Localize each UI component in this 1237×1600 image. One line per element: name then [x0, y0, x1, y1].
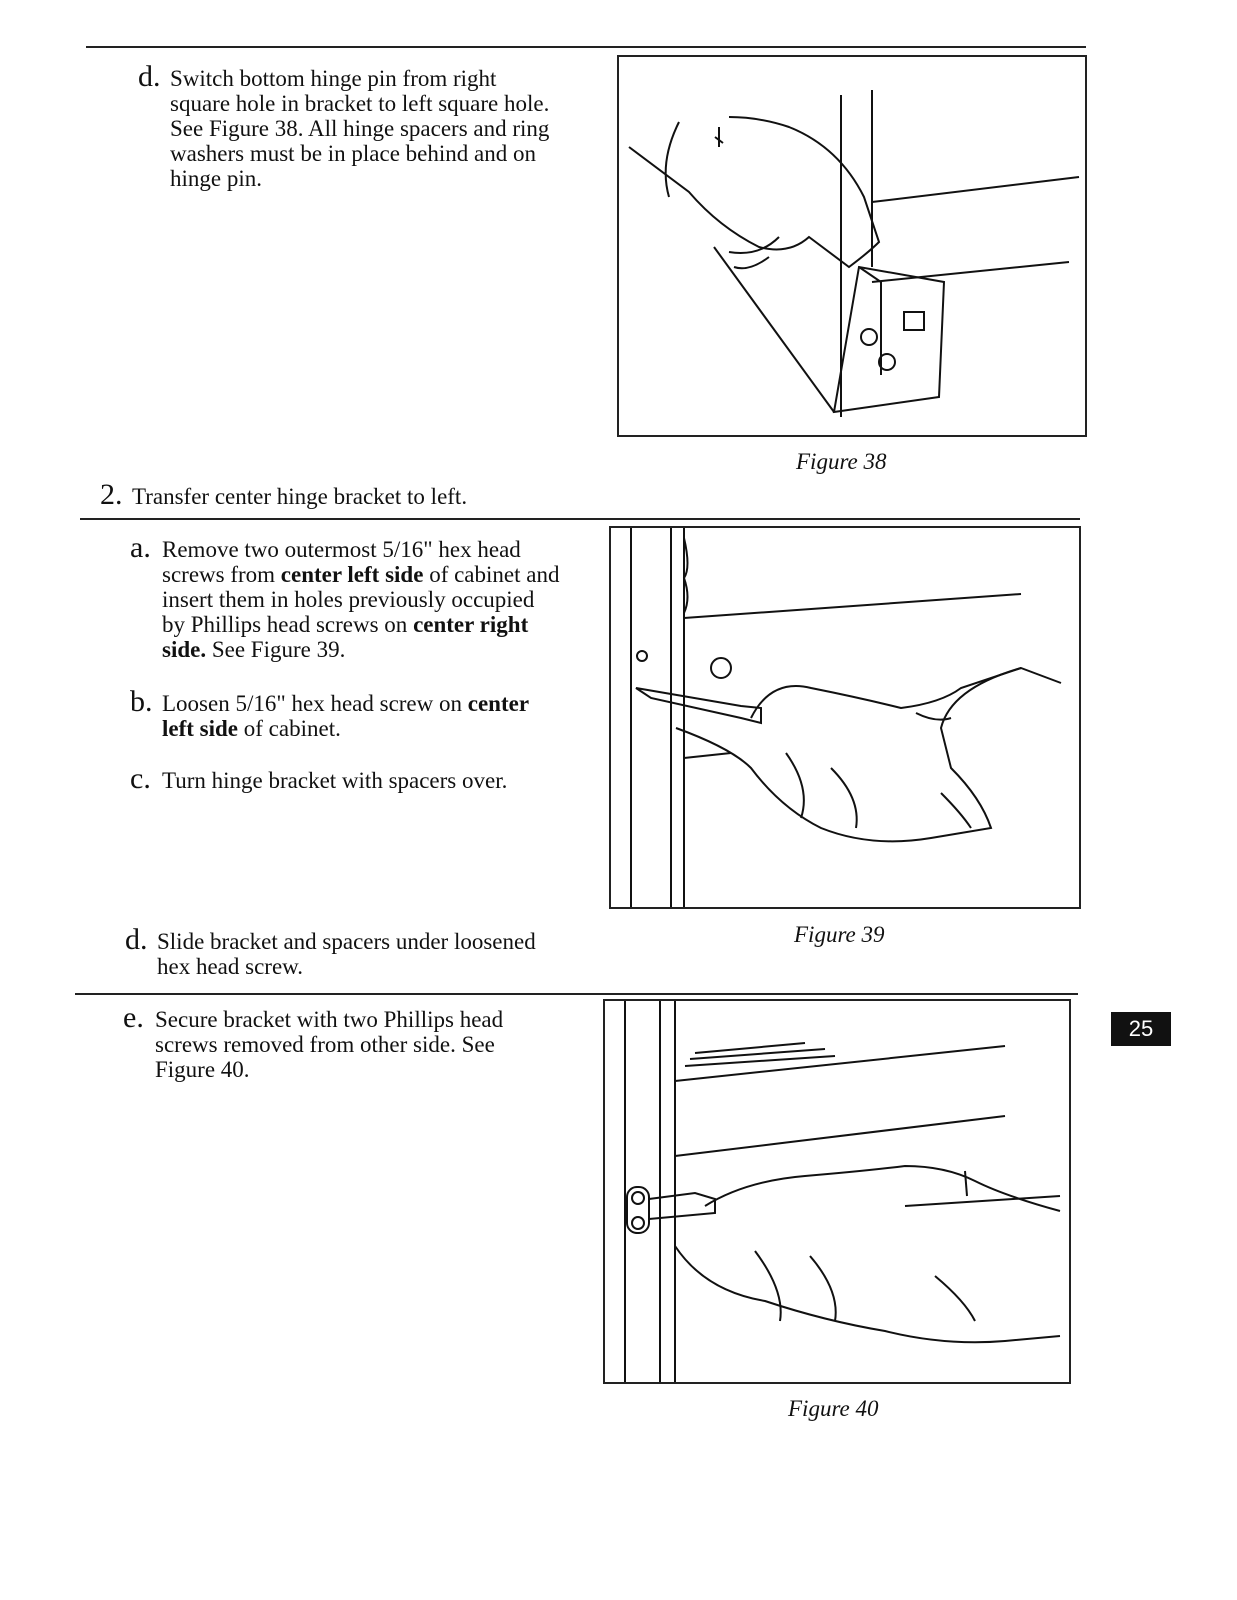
- figure-39-illustration: [609, 526, 1081, 909]
- text-run: Remove two outermost 5/16" hex head scre…: [162, 537, 521, 587]
- text-run: See Figure 39.: [206, 637, 346, 662]
- step-text: Transfer center hinge bracket to left.: [132, 484, 468, 509]
- bold-text: center left side: [280, 562, 424, 587]
- figure-39-caption: Figure 39: [794, 922, 885, 947]
- step-text: Loosen 5/16" hex head screw on center le…: [162, 691, 560, 741]
- step-letter: d.: [125, 923, 148, 956]
- step-text: Turn hinge bracket with spacers over.: [162, 768, 508, 793]
- step-letter: c.: [130, 762, 151, 795]
- step-2-transfer-center-bracket: 2. Transfer center hinge bracket to left…: [100, 478, 560, 511]
- step-d-slide-bracket: d. Slide bracket and spacers under loose…: [125, 923, 555, 980]
- section-rule: [80, 518, 1080, 520]
- step-d-switch-hinge-pin: d. Switch bottom hinge pin from right sq…: [138, 60, 558, 192]
- bold-text: center left side: [162, 691, 529, 741]
- step-text: Switch bottom hinge pin from right squar…: [170, 66, 550, 191]
- step-letter: d.: [138, 60, 161, 93]
- step-c-turn-bracket: c. Turn hinge bracket with spacers over.: [130, 762, 560, 795]
- step-text: Slide bracket and spacers under loosened…: [157, 929, 536, 979]
- step-text: Remove two outermost 5/16" hex head scre…: [162, 537, 560, 662]
- page-number-tab: 25: [1111, 1012, 1171, 1046]
- step-b-loosen-screw: b. Loosen 5/16" hex head screw on center…: [130, 685, 560, 742]
- step-number: 2.: [100, 478, 123, 511]
- bold-text: center right side.: [162, 612, 529, 662]
- step-letter: a.: [130, 531, 151, 564]
- step-letter: e.: [123, 1001, 144, 1034]
- text-run: of cabinet.: [238, 716, 341, 741]
- figure-38-caption: Figure 38: [796, 449, 887, 474]
- figure-38-illustration: [617, 55, 1087, 437]
- figure-40-caption: Figure 40: [788, 1396, 879, 1421]
- top-rule: [86, 46, 1086, 48]
- step-text: Secure bracket with two Phillips head sc…: [155, 1007, 504, 1082]
- step-e-secure-bracket: e. Secure bracket with two Phillips head…: [123, 1001, 543, 1083]
- section-rule: [75, 993, 1078, 995]
- text-run: of cabinet and insert them in holes prev…: [162, 562, 560, 637]
- text-run: Loosen 5/16" hex head screw on: [162, 691, 468, 716]
- step-a-remove-screws: a. Remove two outermost 5/16" hex head s…: [130, 531, 560, 663]
- step-letter: b.: [130, 685, 153, 718]
- figure-40-illustration: [603, 999, 1071, 1384]
